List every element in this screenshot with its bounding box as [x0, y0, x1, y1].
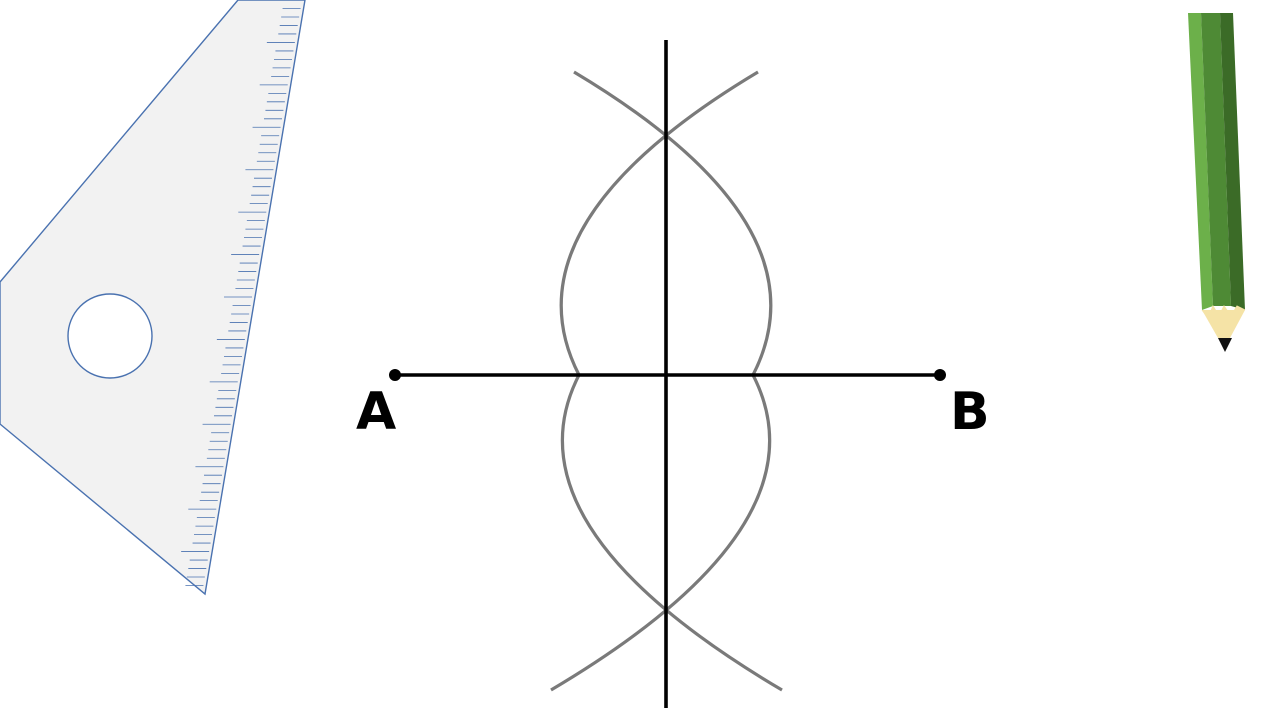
pencil-body-dark [1220, 13, 1245, 310]
pencil-icon [1188, 13, 1246, 352]
pencil-shaving-edge [1201, 304, 1246, 319]
arc-from-a [550, 70, 773, 692]
set-square [0, 0, 306, 596]
point-a [389, 369, 401, 381]
point-b-label: B [950, 382, 990, 442]
pencil-lead [1218, 338, 1232, 352]
point-a-label: A [356, 382, 396, 442]
pencil-body-mid [1201, 13, 1231, 306]
arc-from-b [559, 70, 783, 692]
pencil-body-light [1188, 13, 1213, 310]
point-b [934, 369, 946, 381]
set-square-ruler-ticks [181, 8, 301, 586]
pencil-wood-tip [1202, 310, 1245, 338]
set-square-hole [67, 293, 153, 379]
set-square-body [0, 0, 306, 596]
